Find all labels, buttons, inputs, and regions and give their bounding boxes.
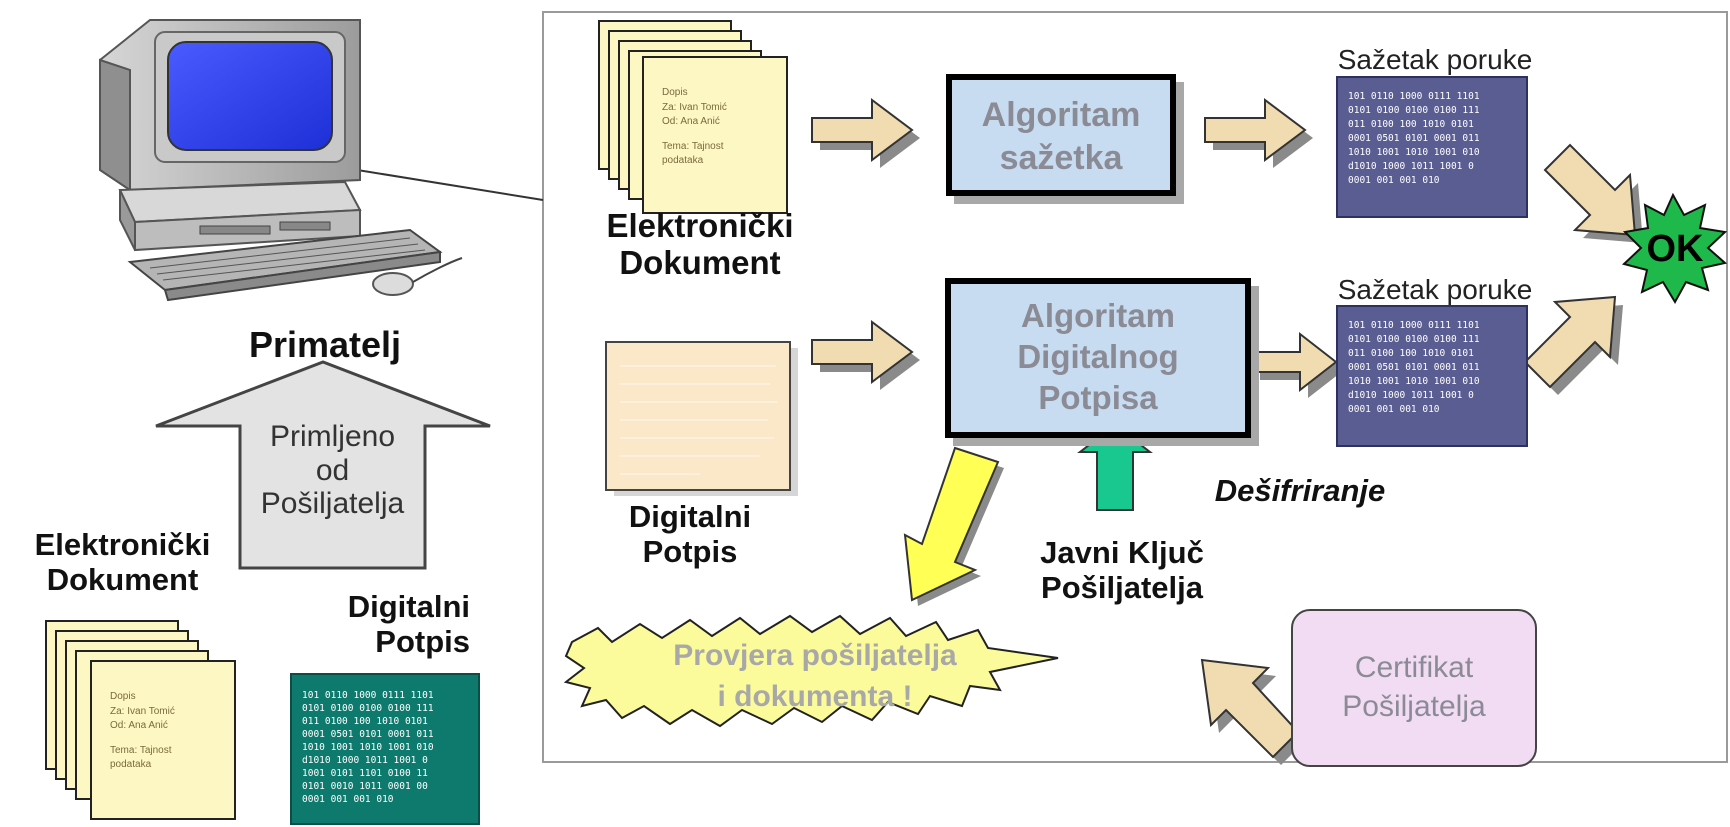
verification-burst xyxy=(563,614,1059,728)
arrow-digest-bottom-to-ok xyxy=(1523,295,1617,389)
right-document-label: Elektronički Dokument xyxy=(606,207,794,281)
certificate-box xyxy=(1291,609,1537,767)
key-up-arrow xyxy=(1077,423,1153,511)
received-up-arrow xyxy=(155,360,491,570)
certificate-label: Certifikat Pošiljatelja xyxy=(1342,651,1486,723)
arrow-certificate-to-key xyxy=(1200,658,1300,759)
arrow-algorithm-to-digest xyxy=(1251,331,1338,393)
yellow-arrow-to-verification xyxy=(903,446,1000,602)
left-document-label: Elektronički Dokument xyxy=(34,527,211,597)
digest-top-label: Sažetak poruke xyxy=(1337,44,1533,75)
public-key-label: Javni Ključ Pošiljatelja xyxy=(1040,535,1204,605)
right-letter: Dopis Za: Ivan Tomić Od: Ana Anić Tema: … xyxy=(642,56,788,214)
computer-panel-connector xyxy=(344,167,544,201)
signature-algorithm-box: Algoritam Digitalnog Potpisa xyxy=(945,278,1251,438)
received-arrow-text: Primljeno od Pošiljatelja xyxy=(260,420,405,521)
receiver-label: Primatelj xyxy=(248,324,402,365)
left-letter: Dopis Za: Ivan Tomić Od: Ana Anić Tema: … xyxy=(90,660,236,820)
digest-bottom-binary: 101 0110 1000 0111 1101 0101 0100 0100 0… xyxy=(1336,305,1528,447)
left-signature-label: Digitalni Potpis xyxy=(347,589,470,659)
digest-bottom-label: Sažetak poruke xyxy=(1337,274,1533,305)
ok-star xyxy=(1621,192,1728,305)
verification-label: Provjera pošiljatelja i dokumenta ! xyxy=(673,639,957,713)
arrow-digest-top-to-ok xyxy=(1543,143,1637,237)
signature-paper xyxy=(605,341,791,491)
left-document-stack: Dopis Za: Ivan Tomić Od: Ana Anić Tema: … xyxy=(45,620,245,820)
arrow-doc-to-hash xyxy=(811,98,914,162)
computer-icon xyxy=(99,19,463,302)
decryption-label: Dešifriranje xyxy=(1214,473,1386,508)
right-document-stack: Dopis Za: Ivan Tomić Od: Ana Anić Tema: … xyxy=(598,20,798,220)
arrows xyxy=(811,98,1643,765)
ok-label: OK xyxy=(1646,228,1704,270)
arrow-signature-to-algorithm xyxy=(811,320,914,384)
arrow-hash-to-digest xyxy=(1204,98,1307,162)
hash-algorithm-box: Algoritam sažetka xyxy=(946,74,1176,196)
digest-top-binary: 101 0110 1000 0111 1101 0101 0100 0100 0… xyxy=(1336,76,1528,218)
left-signature-binary: 101 0110 1000 0111 1101 0101 0100 0100 0… xyxy=(290,673,480,825)
right-signature-label: Digitalni Potpis xyxy=(628,499,752,569)
